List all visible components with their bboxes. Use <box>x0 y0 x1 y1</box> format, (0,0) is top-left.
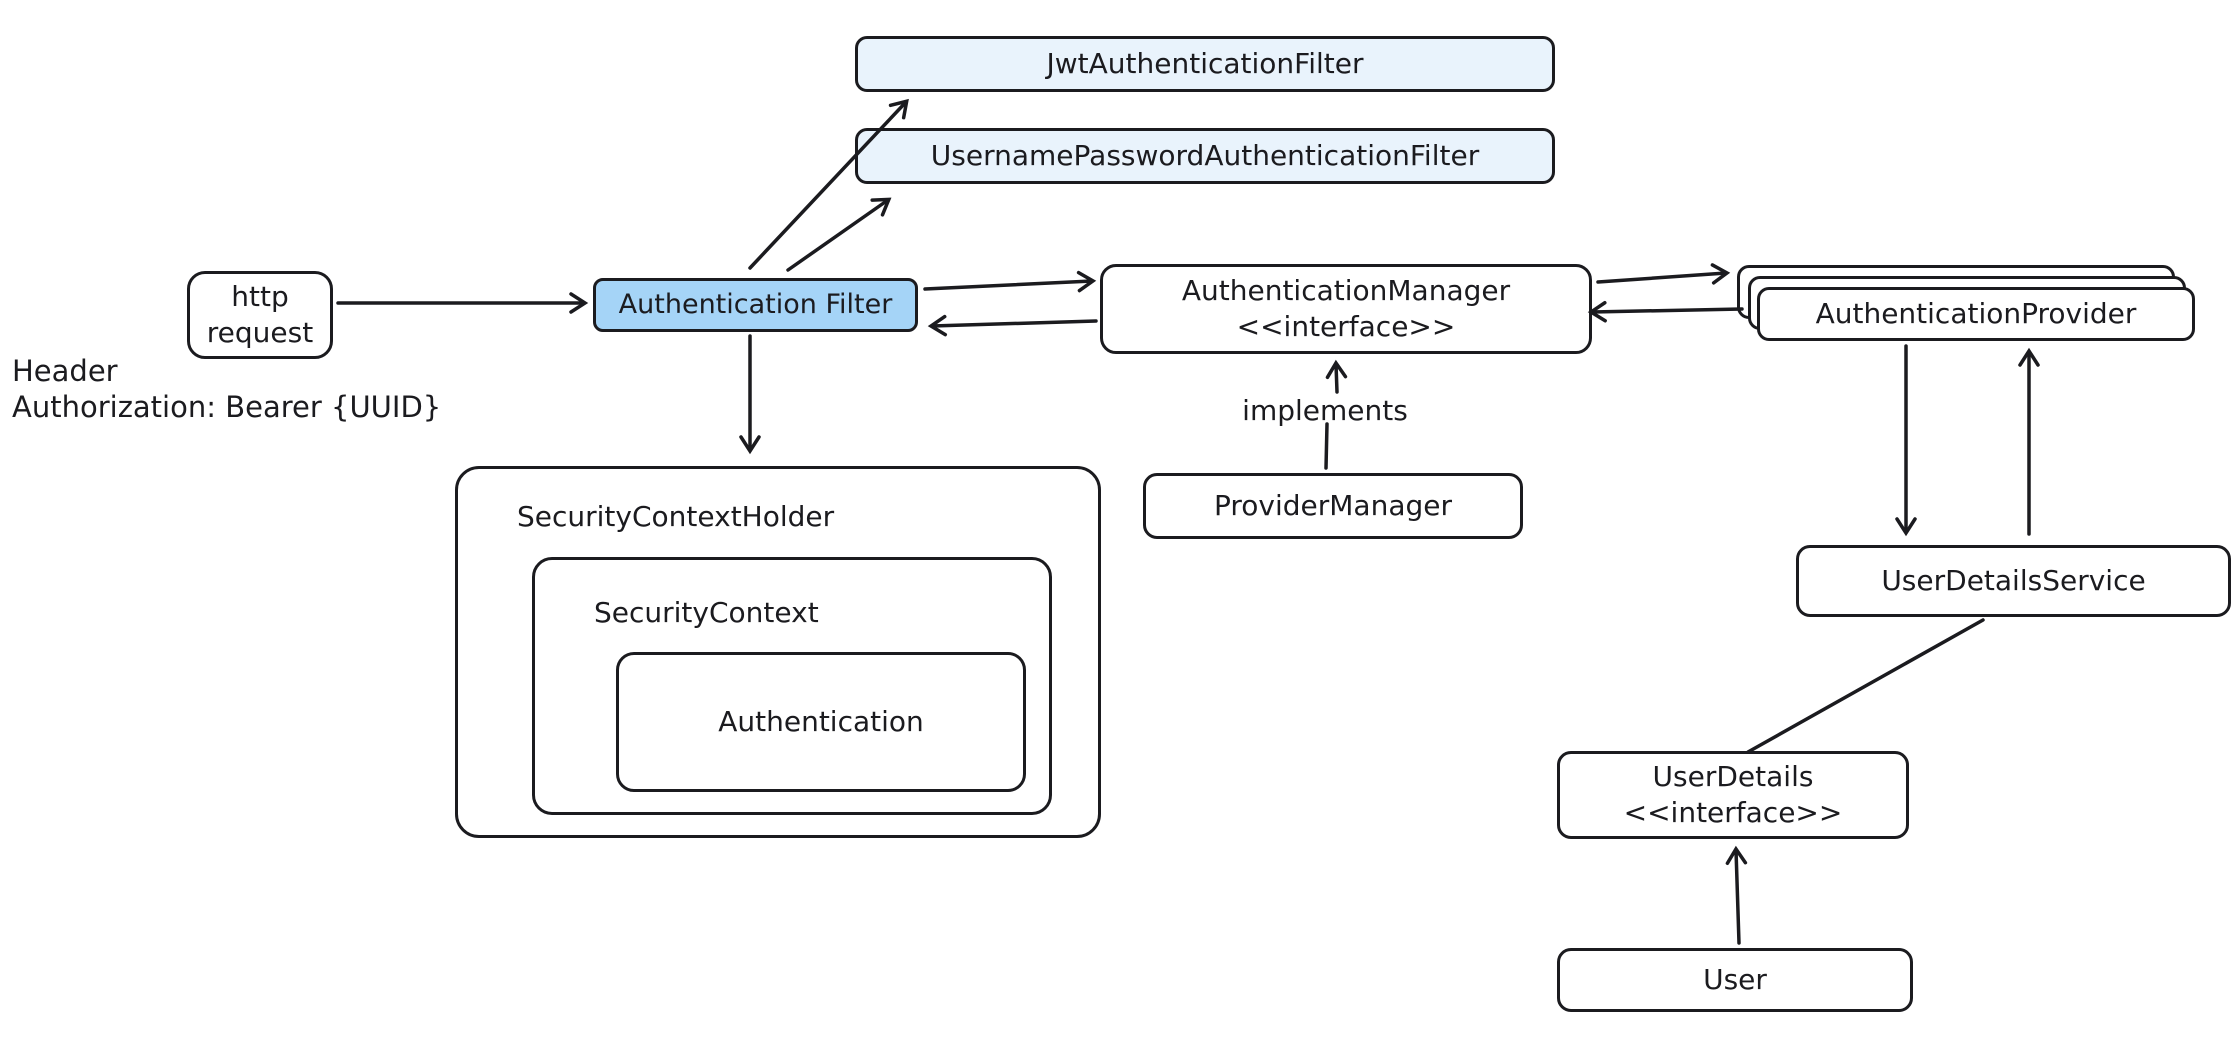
header-note-line2: Authorization: Bearer {UUID} <box>12 390 442 424</box>
arrow-authentication-manager-to-authentication-provider <box>1596 263 1731 285</box>
node-label-line2: request <box>206 316 314 349</box>
arrow-authentication-provider-to-authentication-manager <box>1587 300 1744 323</box>
arrow-implements-to-authentication-manager <box>1325 359 1348 394</box>
node-label: UserDetails <box>1652 759 1814 793</box>
node-stereotype: <<interface>> <box>1623 796 1843 829</box>
arrow-user-to-user-details <box>1725 845 1748 945</box>
user-details-service-box: UserDetailsService <box>1796 545 2231 617</box>
line-provider-manager-to-implements <box>1324 422 1329 470</box>
arrow-authentication-manager-to-authentication-filter <box>927 314 1098 337</box>
arrow-authentication-filter-to-username-password-filter <box>786 197 892 272</box>
node-label: Authentication <box>718 704 924 738</box>
arrow-authentication-filter-to-jwt-filter <box>748 98 909 270</box>
node-label: JwtAuthenticationFilter <box>1046 46 1364 80</box>
username-password-authentication-filter-box: UsernamePasswordAuthenticationFilter <box>855 128 1555 184</box>
node-label: AuthenticationProvider <box>1815 296 2137 330</box>
node-label: UserDetailsService <box>1881 563 2146 597</box>
http-request-box: http request <box>187 271 333 359</box>
authentication-provider-box: AuthenticationProvider <box>1757 287 2195 341</box>
authentication-filter-box: Authentication Filter <box>593 278 918 332</box>
implements-edge-label: implements <box>1242 394 1408 427</box>
jwt-authentication-filter-box: JwtAuthenticationFilter <box>855 36 1555 92</box>
arrow-authentication-filter-to-authentication-manager <box>923 270 1097 293</box>
node-label: Authentication Filter <box>618 289 893 321</box>
security-context-label: SecurityContext <box>594 596 819 629</box>
node-label: UsernamePasswordAuthenticationFilter <box>930 138 1480 172</box>
provider-manager-box: ProviderManager <box>1143 473 1523 539</box>
authentication-manager-box: AuthenticationManager <<interface>> <box>1100 264 1592 354</box>
user-details-box: UserDetails <<interface>> <box>1557 751 1909 839</box>
node-stereotype: <<interface>> <box>1236 310 1456 343</box>
node-label-line1: http <box>231 279 289 313</box>
user-box: User <box>1557 948 1913 1012</box>
security-context-holder-label: SecurityContextHolder <box>517 500 835 533</box>
node-label: User <box>1703 962 1767 996</box>
node-label: AuthenticationManager <box>1181 273 1511 307</box>
node-label: ProviderManager <box>1213 488 1452 522</box>
line-user-details-service-to-user-details <box>1746 618 1985 754</box>
header-note-line1: Header <box>12 354 118 388</box>
authentication-box: Authentication <box>616 652 1026 792</box>
